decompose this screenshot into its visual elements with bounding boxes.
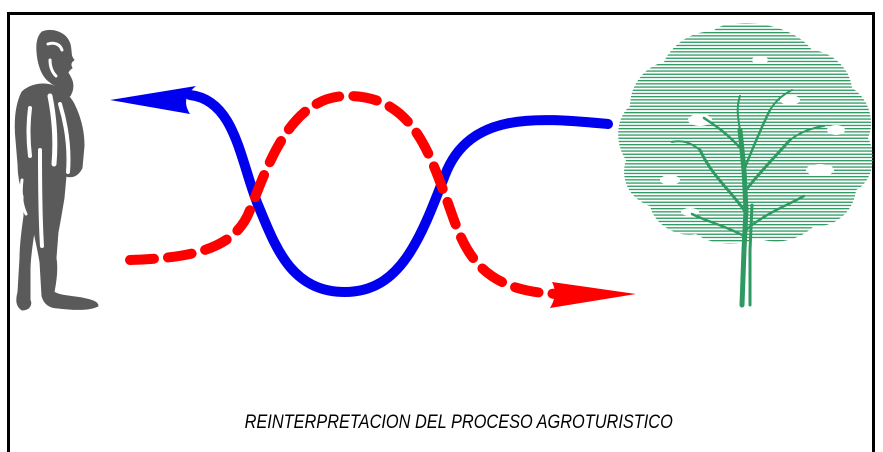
red-arrowhead-icon: [550, 282, 636, 308]
person-silhouette-icon: [14, 30, 99, 311]
diagram-caption: REINTERPRETACION DEL PROCESO AGROTURISTI…: [244, 412, 673, 433]
blue-flow-path: [110, 86, 613, 298]
tree-icon: [618, 23, 873, 308]
diagram-canvas: [14, 23, 873, 311]
blue-arrowhead-icon: [110, 86, 196, 114]
diagram-frame: [7, 12, 875, 452]
red-flow-path: [125, 90, 636, 308]
